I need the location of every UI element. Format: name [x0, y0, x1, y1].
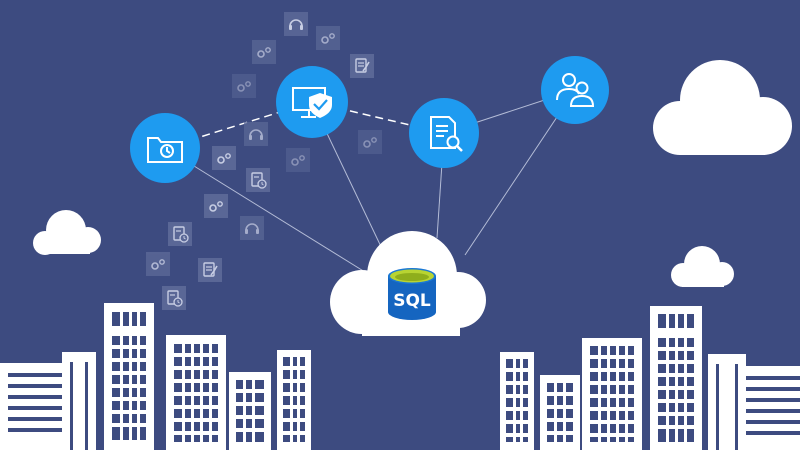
- cloud-left: [33, 210, 101, 255]
- tile-gears-icon: [286, 148, 310, 172]
- node-users: [541, 56, 609, 124]
- users-icon: [556, 73, 595, 107]
- building: [708, 354, 746, 450]
- building: [540, 375, 580, 450]
- building: [166, 335, 226, 450]
- building: [0, 363, 68, 450]
- cloud-top-right: [653, 60, 792, 155]
- sql-database-icon: SQL: [388, 268, 436, 320]
- dashed-links: [164, 101, 445, 149]
- building: [277, 350, 311, 450]
- folder-clock-icon: [147, 137, 183, 163]
- document-search-icon: [430, 116, 463, 152]
- tile-gears-icon: [146, 252, 170, 276]
- city-left: [0, 303, 311, 450]
- tile-gears-icon: [316, 26, 340, 50]
- tile-document-clock-icon: [162, 286, 186, 310]
- cloud-small-right: [671, 246, 734, 287]
- tile-document-clock-icon: [246, 168, 270, 192]
- building: [229, 372, 271, 450]
- tile-headset-icon: [240, 216, 264, 240]
- building: [62, 352, 96, 450]
- line-folder-to-db: [164, 147, 366, 273]
- node-monitor: [276, 66, 348, 138]
- building: [104, 303, 154, 450]
- dashed-monitor-to-doc: [311, 101, 445, 134]
- monitor-shield-icon: [292, 87, 332, 118]
- tile-checklist-icon: [350, 54, 374, 78]
- tile-gears-icon: [232, 74, 256, 98]
- city-right: [500, 306, 800, 450]
- sql-label: SQL: [393, 291, 431, 311]
- node-folder: [130, 113, 200, 183]
- tile-document-clock-icon: [168, 222, 192, 246]
- building: [650, 306, 702, 450]
- tile-headset-icon: [284, 12, 308, 36]
- tile-headset-icon: [244, 122, 268, 146]
- tile-gears-icon: [212, 146, 236, 170]
- tile-gears-icon: [358, 130, 382, 154]
- tile-gears-icon: [204, 194, 228, 218]
- tile-checklist-icon: [198, 258, 222, 282]
- tile-gears-icon: [252, 40, 276, 64]
- node-document: [409, 98, 479, 168]
- building: [582, 338, 642, 450]
- connection-lines: [164, 89, 576, 273]
- icon-tiles: [146, 12, 382, 310]
- building: [740, 366, 800, 450]
- building: [500, 352, 534, 450]
